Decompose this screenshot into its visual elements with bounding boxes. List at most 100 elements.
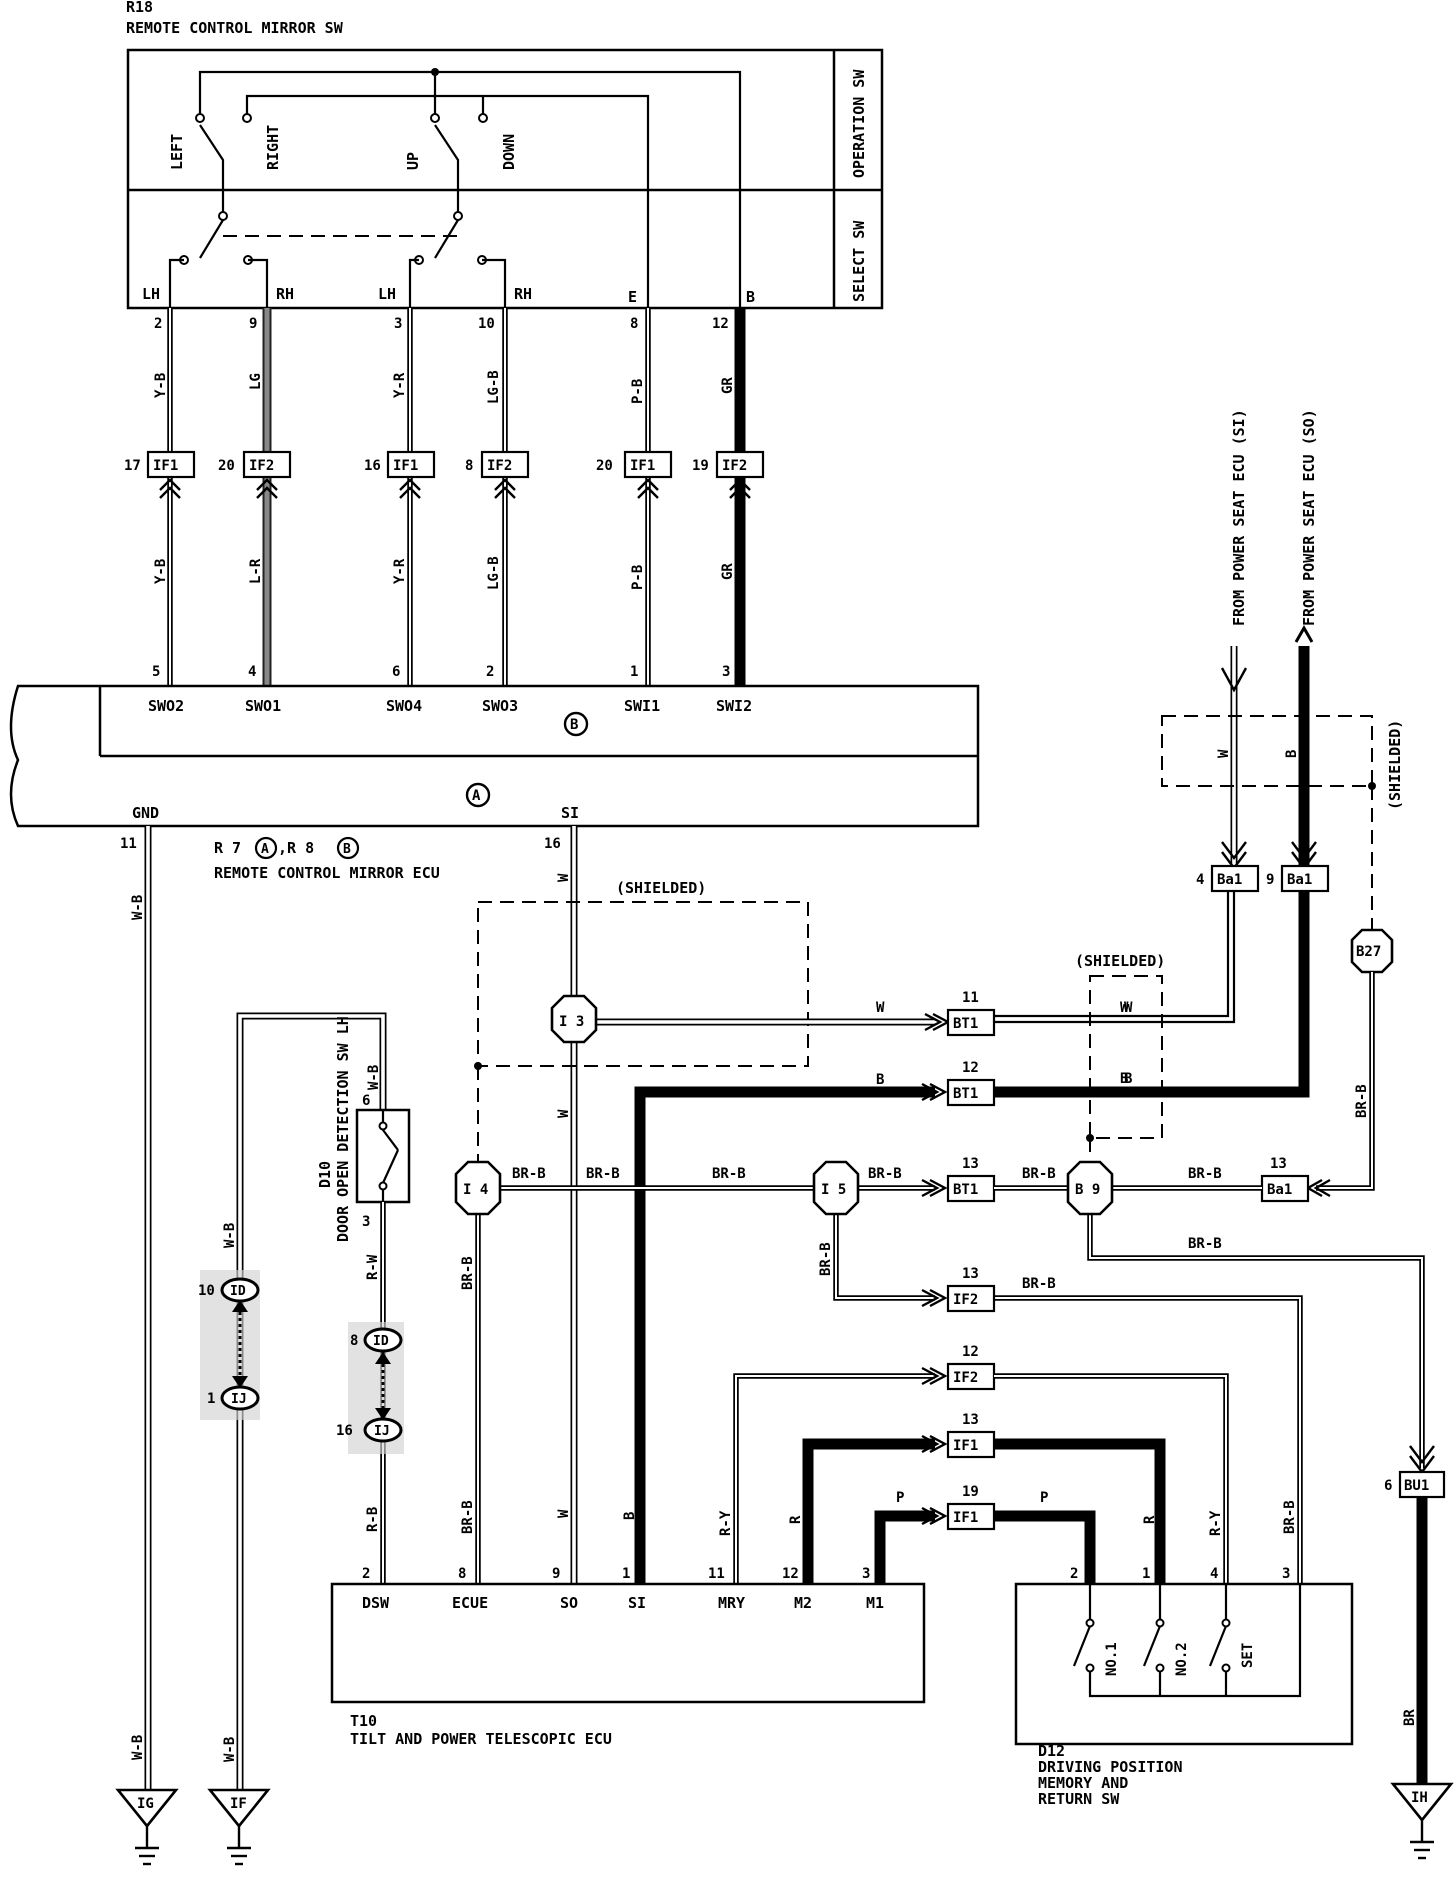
wire-color-top-2: LG: [248, 373, 264, 390]
remote-control-mirror-ecu: SWO2 SWO1 SWO4 SWO3 SWI1 SWI2 B A GND SI…: [9, 684, 980, 882]
svg-text:13: 13: [962, 1412, 979, 1428]
ground-ih: IH: [1390, 1782, 1454, 1860]
bt1-connectors: BT1 11 BT1 12 BT1 13: [946, 990, 996, 1203]
svg-text:W: W: [556, 1509, 572, 1518]
ecu-pin-1: 5: [152, 664, 160, 680]
junction-i5: [812, 1160, 860, 1216]
from-seat-so: FROM POWER SEAT ECU (SO): [1300, 409, 1318, 626]
t10-term-mry: MRY: [718, 1594, 745, 1612]
svg-text:IF2: IF2: [487, 458, 512, 474]
wire-color-top-4: LG-B: [486, 370, 502, 404]
bu1-ground-branch: BU1 6 BR: [1384, 1470, 1446, 1784]
t10-term-si: SI: [628, 1594, 646, 1612]
ecu-pin-2: 4: [248, 664, 256, 680]
svg-text:I 3: I 3: [559, 1014, 584, 1030]
svg-text:BR-B: BR-B: [1188, 1236, 1222, 1252]
power-seat-inputs: FROM POWER SEAT ECU (SI) FROM POWER SEAT…: [990, 409, 1404, 1203]
svg-text:ID: ID: [373, 1334, 389, 1349]
svg-text:BR-B: BR-B: [460, 1500, 476, 1534]
connector-if2-12: IF2 12: [946, 1344, 996, 1391]
connector-ba1-4: Ba1 4: [1196, 864, 1260, 893]
gnd-wire-ig: W-B W-B: [130, 826, 152, 1790]
svg-text:W: W: [556, 1109, 572, 1118]
svg-text:13: 13: [962, 1156, 979, 1172]
ecu-pin-4: 2: [486, 664, 494, 680]
svg-text:IF2: IF2: [249, 458, 274, 474]
tilt-telescopic-ecu: 2 8 9 1 11 12 3 DSW ECUE SO SI MRY M2 M1…: [330, 1566, 926, 1748]
svg-text:R-W: R-W: [365, 1254, 381, 1280]
operation-sw-label: OPERATION SW: [850, 69, 868, 178]
wire-color-bottom-2: L-R: [248, 558, 264, 584]
connector-a-label: A: [472, 788, 481, 804]
shielded-label-2: (SHIELDED): [1386, 720, 1404, 810]
connector-if1-16: IF1 16: [364, 450, 436, 479]
svg-text:B: B: [1284, 750, 1300, 758]
memory-sw-name-3: RETURN SW: [1038, 1790, 1120, 1808]
door-switch-branch: W-B W-B W-B 6 3 D10 DOOR OPEN DETECTION …: [198, 1012, 411, 1790]
svg-text:10: 10: [198, 1283, 215, 1299]
svg-text:BR: BR: [1402, 1709, 1418, 1726]
svg-text:BR-B: BR-B: [1022, 1166, 1056, 1182]
connector-if2-8: IF2 8: [465, 450, 530, 479]
sw-pin-1: 2: [154, 316, 162, 332]
svg-text:BU1: BU1: [1404, 1478, 1429, 1494]
svg-text:IH: IH: [1411, 1790, 1428, 1806]
svg-text:12: 12: [962, 1344, 979, 1360]
svg-text:W: W: [1120, 1000, 1129, 1016]
svg-text:I 4: I 4: [463, 1182, 488, 1198]
svg-text:9: 9: [552, 1566, 560, 1582]
connector-if1-20: IF1 20: [596, 450, 673, 479]
connector-bu1: BU1 6: [1384, 1470, 1446, 1499]
svg-text:BR-B: BR-B: [868, 1166, 902, 1182]
svg-text:B: B: [1124, 1071, 1132, 1087]
ecu-term-swo3: SWO3: [482, 697, 518, 715]
svg-text:A: A: [261, 842, 269, 857]
ecu-pin-3: 6: [392, 664, 400, 680]
svg-text:B: B: [622, 1512, 638, 1520]
ecu-term-swo1: SWO1: [245, 697, 281, 715]
lower-if-connectors: IF2 13 IF2 12 IF1 13 IF1 19: [946, 1266, 996, 1531]
m1-wire: P P: [874, 1490, 1096, 1584]
shielded-label-3: (SHIELDED): [1075, 952, 1165, 970]
svg-text:1: 1: [1142, 1566, 1150, 1582]
remote-control-mirror-switch: R18 REMOTE CONTROL MIRROR SW OPERATION S…: [126, 0, 884, 310]
svg-text:16: 16: [336, 1423, 353, 1439]
svg-text:IF2: IF2: [953, 1370, 978, 1386]
svg-text:R: R: [1142, 1515, 1158, 1524]
svg-text:11: 11: [708, 1566, 725, 1582]
terminal-lh-1: LH: [142, 285, 160, 303]
connector-ba1-13: Ba1 13: [1260, 1156, 1310, 1203]
upper-wires: 2 9 3 10 8 12 Y-B LG Y-R LG-B P-B GR IF1…: [124, 308, 765, 686]
wire-color-bottom-5: P-B: [630, 565, 646, 590]
svg-text:W: W: [876, 1000, 885, 1016]
svg-text:I 5: I 5: [821, 1182, 846, 1198]
svg-text:13: 13: [962, 1266, 979, 1282]
svg-text:13: 13: [1270, 1156, 1287, 1172]
t10-term-dsw: DSW: [362, 1594, 390, 1612]
connector-bt1-11: BT1 11: [946, 990, 996, 1037]
svg-text:BR-B: BR-B: [460, 1256, 476, 1290]
svg-text:20: 20: [596, 458, 613, 474]
svg-text:4: 4: [1210, 1566, 1218, 1582]
svg-text:W-B: W-B: [222, 1737, 238, 1762]
splice-ij-1: IJ 1: [207, 1385, 260, 1411]
svg-text:W-B: W-B: [222, 1223, 238, 1248]
memory-sw-name-1: DRIVING POSITION: [1038, 1758, 1183, 1776]
door-sw-pin-3: 3: [362, 1214, 370, 1230]
mirror-switch-name: REMOTE CONTROL MIRROR SW: [126, 19, 344, 37]
svg-text:IJ: IJ: [374, 1424, 390, 1439]
svg-text:16: 16: [364, 458, 381, 474]
svg-text:BR-B: BR-B: [586, 1166, 620, 1182]
svg-text:IF2: IF2: [953, 1292, 978, 1308]
t10-term-so: SO: [560, 1594, 578, 1612]
connector-bt1-12: BT1 12: [946, 1060, 996, 1107]
svg-text:B: B: [876, 1072, 884, 1088]
terminal-lh-2: LH: [378, 285, 396, 303]
terminal-rh-1: RH: [276, 285, 294, 303]
junction-b9: [1066, 1160, 1114, 1216]
svg-text:12: 12: [962, 1060, 979, 1076]
svg-text:R: R: [788, 1515, 804, 1524]
brb-bus: BR-B BR-B BR-B BR-B BR-B BR-B BR-B BR-B …: [454, 1160, 1435, 1584]
svg-text:Ba1: Ba1: [1267, 1182, 1292, 1198]
svg-text:BR-B: BR-B: [1282, 1500, 1298, 1534]
